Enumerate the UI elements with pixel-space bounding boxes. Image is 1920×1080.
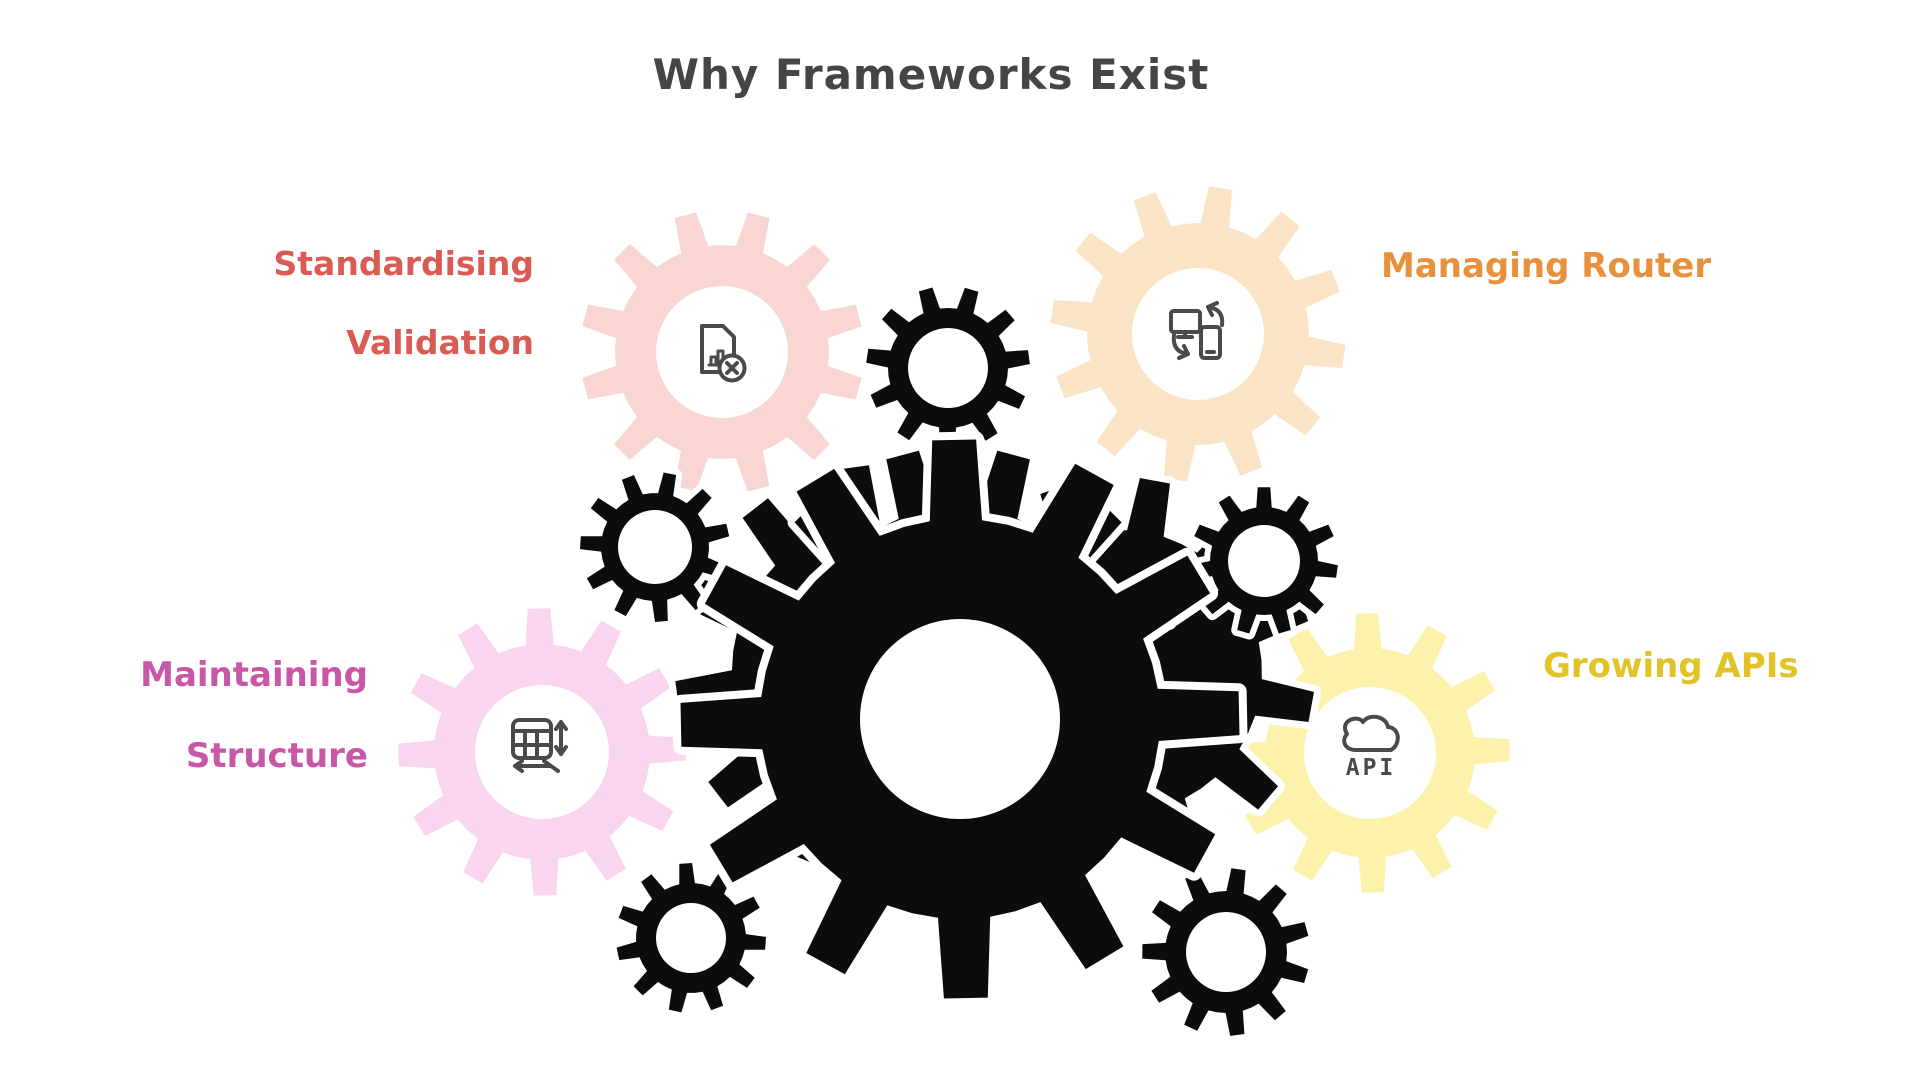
label-managing-router: Managing Router xyxy=(1381,246,1712,286)
page-title: Why Frameworks Exist xyxy=(652,50,1210,99)
label-standardising-validation: Standardising Validation xyxy=(274,204,534,402)
router-gear-hub xyxy=(1132,268,1264,400)
gear-layer xyxy=(398,186,1510,1042)
sync-arrow-bottom xyxy=(1171,333,1190,360)
machine-gear-small-right-hub xyxy=(1228,525,1300,597)
label-maintaining-structure: Maintaining Structure xyxy=(140,614,368,818)
label-growing-apis: Growing APIs xyxy=(1543,646,1799,686)
label-line: Maintaining xyxy=(140,654,368,695)
label-line: Validation xyxy=(346,322,534,362)
phone-shape xyxy=(1199,325,1222,360)
table-resize-icon xyxy=(511,718,568,773)
devices-sync-icon xyxy=(1169,301,1225,360)
sync-arrow-top xyxy=(1206,301,1225,327)
machine-gear-small-bottom-right-hub xyxy=(1186,912,1266,992)
table-grid-lines xyxy=(511,729,553,760)
structure-gear-hub xyxy=(475,685,609,819)
machine-gear-front-hub xyxy=(860,619,1060,819)
label-line: Structure xyxy=(185,736,368,777)
x-mark xyxy=(725,361,739,375)
cloud-shape xyxy=(1342,714,1400,752)
machine-gear-small-left-hub xyxy=(618,510,692,584)
monitor-stand xyxy=(1176,330,1194,339)
vertical-resize-arrow xyxy=(554,720,568,756)
label-line: Standardising xyxy=(273,243,534,283)
machine-gear-small-top-hub xyxy=(908,328,988,408)
api-label: API xyxy=(1346,755,1397,781)
apis-gear-hub xyxy=(1304,687,1436,819)
machine-gear-small-bottom-left-hub xyxy=(656,903,726,973)
document-chart-x-icon xyxy=(700,324,747,383)
table-shape xyxy=(511,718,553,760)
cloud-api-icon: API xyxy=(1342,714,1400,781)
horizontal-resize-arrow xyxy=(513,759,560,773)
